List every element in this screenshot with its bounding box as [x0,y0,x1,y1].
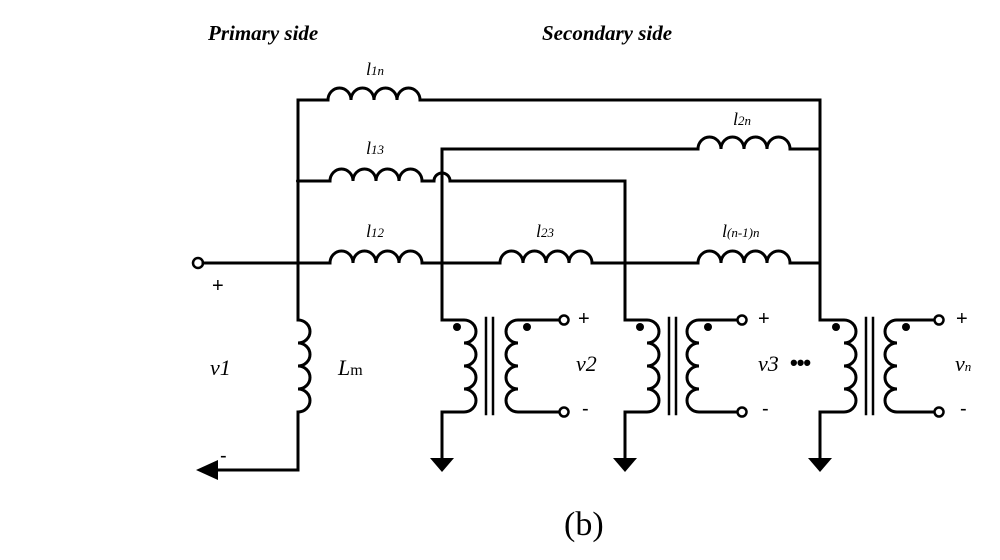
v3-label: v3 [758,351,779,376]
transformer-2 [430,314,570,472]
lm-label: Lm [338,355,363,380]
v3-minus-sign: - [762,398,769,420]
vn-label: vn [955,351,972,376]
v2-minus-sign: - [582,398,589,420]
junction [296,261,300,265]
l23-label: l23 [536,221,555,241]
figure-caption: (b) [564,506,604,543]
vn-minus-sign: - [960,398,967,420]
junction [296,179,300,183]
lm-inductor [296,318,312,414]
transformer-3 [613,314,748,472]
primary-side-heading: Primary side [208,21,319,45]
l1n-label: l1n [366,59,385,79]
secondary-side-heading: Secondary side [542,21,673,45]
l23-inductor [498,249,594,265]
l12-inductor [328,249,424,265]
l13-inductor [328,167,424,183]
ln1n-label: l(n-1)n [722,221,760,241]
v2-plus-sign: + [578,308,590,330]
ellipsis-dots: ••• [790,350,811,375]
v3-plus-sign: + [758,308,770,330]
l12-label: l12 [366,221,385,241]
v1-minus-sign: - [220,445,227,467]
ln1n-inductor [696,249,792,265]
v1-label: v1 [210,355,231,380]
return-arrow [196,460,218,480]
l13-label: l13 [366,138,385,158]
vn-plus-sign: + [956,308,968,330]
v1-plus-sign: + [212,275,224,297]
v2-label: v2 [576,351,597,376]
l2n-label: l2n [733,109,752,129]
transformer-n [808,314,945,472]
l1n-inductor [326,86,422,102]
l2n-inductor [696,135,792,151]
